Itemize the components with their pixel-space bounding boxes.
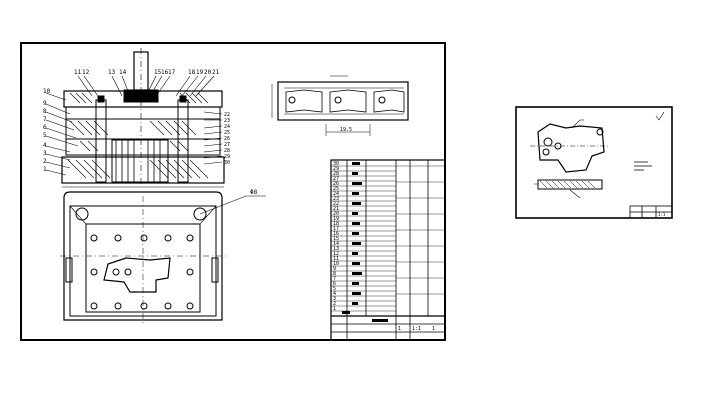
callout-14: 14 xyxy=(119,69,127,76)
callout-5: 5 xyxy=(43,132,47,139)
bom-cell-marks xyxy=(342,162,388,322)
bom-item-numbers: 30 29 28 27 26 25 24 23 22 21 20 19 18 1… xyxy=(333,161,339,312)
bom-row-12: 12 xyxy=(333,251,339,257)
callout-4: 4 xyxy=(43,142,47,149)
bom-row-23: 23 xyxy=(333,196,339,202)
callout-7: 7 xyxy=(43,116,47,123)
part-plan-view xyxy=(530,119,610,173)
callout-leaders xyxy=(45,75,223,176)
callout-top-labels: 11 12 13 14 15 16 17 18 19 20 21 xyxy=(74,69,220,76)
bom-row-2: 2 xyxy=(333,301,336,307)
bom-row-6: 6 xyxy=(333,281,336,287)
part-sheet xyxy=(515,106,673,219)
title-block-values: 1:1 1 1 xyxy=(398,326,435,332)
bom-table xyxy=(330,159,446,341)
callout-1: 1 xyxy=(43,166,47,173)
bom-row-19: 19 xyxy=(333,216,339,222)
bom-row-30: 30 xyxy=(333,161,339,167)
callout-27: 27 xyxy=(224,142,230,148)
bom-row-27: 27 xyxy=(333,176,339,182)
callout-17: 17 xyxy=(168,69,176,76)
section-view xyxy=(61,48,225,188)
bom-row-4: 4 xyxy=(333,291,336,297)
bom-row-22: 22 xyxy=(333,201,339,207)
bom-row-18: 18 xyxy=(333,221,339,227)
title-block-scale: 1:1 xyxy=(412,326,421,332)
bom-row-8: 8 xyxy=(333,271,336,277)
callout-23: 23 xyxy=(224,118,230,124)
callout-21: 21 xyxy=(212,69,220,76)
callout-18: 18 xyxy=(188,69,196,76)
callout-22: 22 xyxy=(224,112,230,118)
callout-9: 9 xyxy=(43,100,47,107)
callout-13: 13 xyxy=(108,69,116,76)
bom-row-20: 20 xyxy=(333,211,339,217)
bom-row-25: 25 xyxy=(333,186,339,192)
callout-2: 2 xyxy=(43,158,47,165)
callout-15: 15 xyxy=(154,69,162,76)
callout-24: 24 xyxy=(224,124,230,130)
part-scale-text: 1:1 xyxy=(658,212,666,217)
strip-layout xyxy=(271,75,409,136)
bom-row-11: 11 xyxy=(333,256,339,262)
callout-29: 29 xyxy=(224,154,230,160)
callout-right-labels: 22 23 24 25 26 27 28 29 30 xyxy=(224,112,230,166)
bom-row-24: 24 xyxy=(333,191,339,197)
bom-row-17: 17 xyxy=(333,226,339,232)
bom-row-15: 15 xyxy=(333,236,339,242)
screw-holes xyxy=(90,234,194,310)
bom-row-21: 21 xyxy=(333,206,339,212)
roughness-symbol xyxy=(655,111,665,121)
bom-row-14: 14 xyxy=(333,241,339,247)
callout-8: 8 xyxy=(43,108,47,115)
callout-6: 6 xyxy=(43,124,47,131)
callout-19: 19 xyxy=(196,69,204,76)
bom-row-10: 10 xyxy=(333,261,339,267)
bom-row-1: 1 xyxy=(333,306,336,312)
bom-row-13: 13 xyxy=(333,246,339,252)
plan-view xyxy=(60,191,266,324)
callout-30: 30 xyxy=(224,160,230,166)
callout-20: 20 xyxy=(204,69,212,76)
title-block-of: 1 xyxy=(398,326,401,332)
part-outline-plan xyxy=(103,257,171,293)
bom-row-28: 28 xyxy=(333,171,339,177)
bom-row-5: 5 xyxy=(333,286,336,292)
part-title-block xyxy=(629,205,673,219)
part-section-view xyxy=(534,179,603,199)
part-notes xyxy=(634,161,652,171)
callout-11: 11 xyxy=(74,69,82,76)
title-block-sheet: 1 xyxy=(432,326,435,332)
bom-row-29: 29 xyxy=(333,166,339,172)
bom-row-26: 26 xyxy=(333,181,339,187)
main-sheet xyxy=(20,42,446,341)
part-sheet-border xyxy=(515,106,673,219)
bom-row-lines xyxy=(331,165,445,312)
callout-10: 10 xyxy=(43,88,51,95)
callout-26: 26 xyxy=(224,136,230,142)
bolt-dimension-label: Φ8 xyxy=(250,189,258,196)
bom-row-3: 3 xyxy=(333,296,336,302)
callout-left-labels: 10 9 8 7 6 5 4 3 2 1 xyxy=(43,88,51,173)
callout-3: 3 xyxy=(43,150,47,157)
bom-row-16: 16 xyxy=(333,231,339,237)
callout-16: 16 xyxy=(161,69,169,76)
callout-28: 28 xyxy=(224,148,230,154)
strip-dimension-label: 19.5 xyxy=(340,127,352,133)
bom-row-9: 9 xyxy=(333,266,336,272)
callout-25: 25 xyxy=(224,130,230,136)
callout-12: 12 xyxy=(82,69,90,76)
bom-row-7: 7 xyxy=(333,276,336,282)
